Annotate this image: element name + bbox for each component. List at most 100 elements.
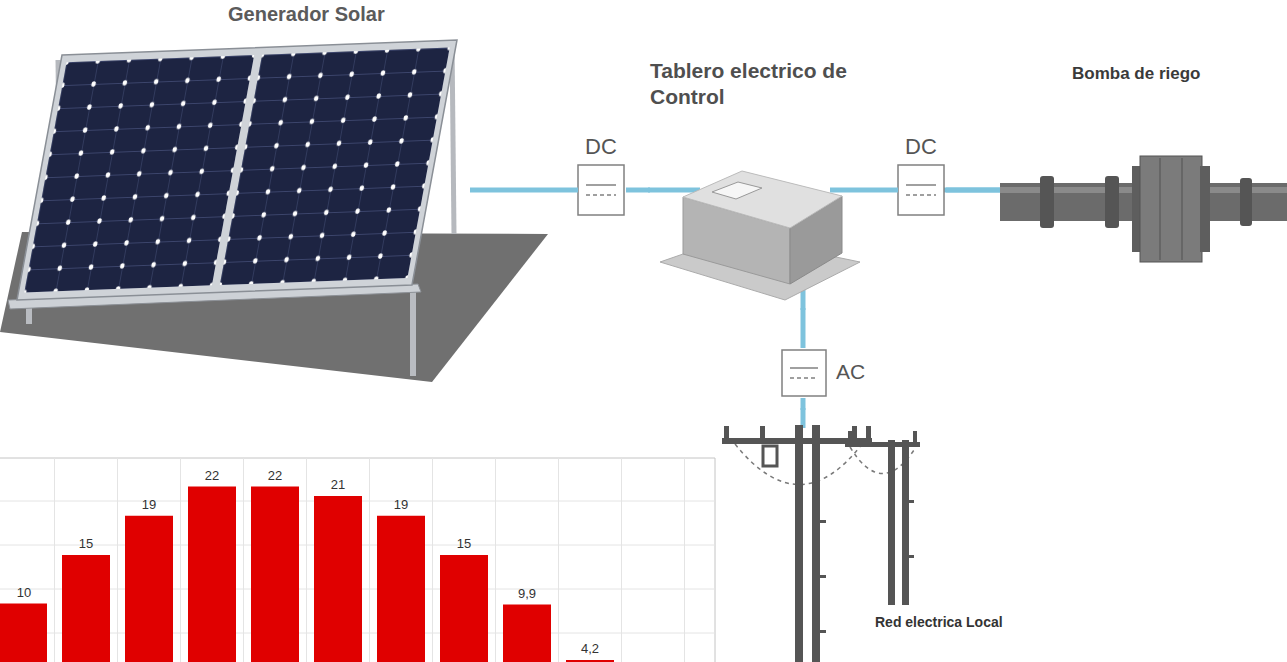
bar-value: 22 <box>253 469 297 483</box>
node-label: DC <box>898 134 944 160</box>
bar-chart <box>503 605 551 662</box>
cable-connector <box>470 188 578 193</box>
breaker-symbol <box>586 194 616 196</box>
bar-chart <box>62 555 110 662</box>
power-pole-drawing <box>888 440 895 605</box>
node-label: Red electrica Local <box>875 614 1003 631</box>
power-pole-drawing <box>760 426 765 440</box>
bar-chart <box>0 458 715 662</box>
bar-chart <box>566 660 614 662</box>
bar-value: 9,9 <box>505 587 549 601</box>
pump-drawing <box>1105 176 1119 228</box>
bar-value: 15 <box>442 537 486 551</box>
power-pole-drawing <box>845 442 920 447</box>
bar-value: 10 <box>2 586 46 600</box>
cable-connector <box>801 308 806 348</box>
irrigation-pump: Bomba de riego <box>1000 62 1280 262</box>
pump-drawing <box>1000 156 1287 262</box>
power-pole-drawing <box>724 426 729 440</box>
bar-value: 15 <box>64 537 108 551</box>
breaker-symbol <box>578 165 624 215</box>
bar-chart <box>440 555 488 662</box>
bar-value: 4,2 <box>568 642 612 656</box>
solar-panel-drawing <box>17 40 457 300</box>
breaker-symbol <box>898 165 944 215</box>
wire-stub <box>942 188 1006 193</box>
control-panel-drawing <box>660 171 860 300</box>
breaker-symbol <box>586 184 616 186</box>
power-pole-drawing <box>848 431 852 443</box>
node-label: AC <box>836 359 865 384</box>
bar-chart <box>251 487 299 662</box>
node-label: Tablero electrico de Control <box>650 58 885 111</box>
bar-chart <box>125 516 173 662</box>
bar-chart <box>684 458 685 662</box>
local-grid: Red electrica Local <box>720 410 1040 662</box>
bar-value: 19 <box>379 498 423 512</box>
solar-panel-drawing <box>410 288 416 376</box>
solar-panel-drawing <box>17 40 457 300</box>
solar-panel-drawing <box>0 40 548 382</box>
bar-chart <box>180 458 181 662</box>
wire-stub <box>648 188 700 193</box>
pump-drawing <box>1040 176 1054 228</box>
breaker-symbol <box>578 165 624 215</box>
breaker-symbol <box>782 350 826 396</box>
bar-chart <box>495 458 496 662</box>
bar-chart <box>715 458 716 662</box>
power-pole-drawing <box>852 426 857 440</box>
pump-drawing <box>1200 166 1210 252</box>
breaker-symbol <box>782 350 826 396</box>
breaker-symbol <box>790 367 818 369</box>
dc-breaker: DC <box>578 134 626 216</box>
bar-chart <box>369 458 370 662</box>
dc-breaker: DC <box>898 134 946 216</box>
breaker-symbol <box>906 194 936 196</box>
bar-value: 21 <box>316 478 360 492</box>
power-pole-drawing <box>909 555 914 558</box>
solar-panel-drawing <box>220 48 450 285</box>
solar-generator: Generador Solar <box>60 0 470 330</box>
bar-chart <box>314 496 362 662</box>
control-panel: Tablero electrico de Control <box>650 58 887 308</box>
power-pole-drawing <box>866 426 871 440</box>
bar-value: 22 <box>190 469 234 483</box>
node-label: DC <box>578 134 624 160</box>
pump-drawing <box>1181 158 1183 260</box>
bar-chart <box>377 516 425 662</box>
bar-chart <box>306 458 307 662</box>
bar-chart <box>432 458 433 662</box>
power-pole-drawing <box>820 630 826 633</box>
bar-chart <box>54 458 55 662</box>
power-pole-drawing <box>812 425 820 662</box>
control-panel-drawing <box>712 182 762 199</box>
power-pole-drawing <box>913 431 917 443</box>
cable-connector <box>626 188 650 193</box>
pump-drawing <box>1159 158 1161 260</box>
wire-stub <box>648 190 1006 428</box>
bar-chart <box>117 458 118 662</box>
breaker-symbol <box>906 184 936 186</box>
power-pole-drawing <box>795 425 803 662</box>
breaker-symbol <box>790 377 818 379</box>
bar-chart <box>558 458 559 662</box>
power-pole-drawing <box>820 575 826 578</box>
bar-chart <box>0 604 47 662</box>
node-label: Generador Solar <box>228 2 385 26</box>
breaker-symbol <box>898 165 944 215</box>
node-label: Bomba de riego <box>1072 64 1200 84</box>
pump-drawing <box>1140 156 1202 262</box>
solar-panel-drawing <box>24 55 254 292</box>
cable-connector <box>801 398 806 410</box>
bar-chart <box>188 487 236 662</box>
ac-breaker: AC <box>780 348 875 398</box>
bar-value: 19 <box>127 498 171 512</box>
bar-chart <box>243 458 244 662</box>
power-pole-drawing <box>909 500 914 503</box>
cable-connector <box>887 188 898 193</box>
power-pole-drawing <box>820 520 826 523</box>
solar-panel-drawing <box>452 42 454 234</box>
